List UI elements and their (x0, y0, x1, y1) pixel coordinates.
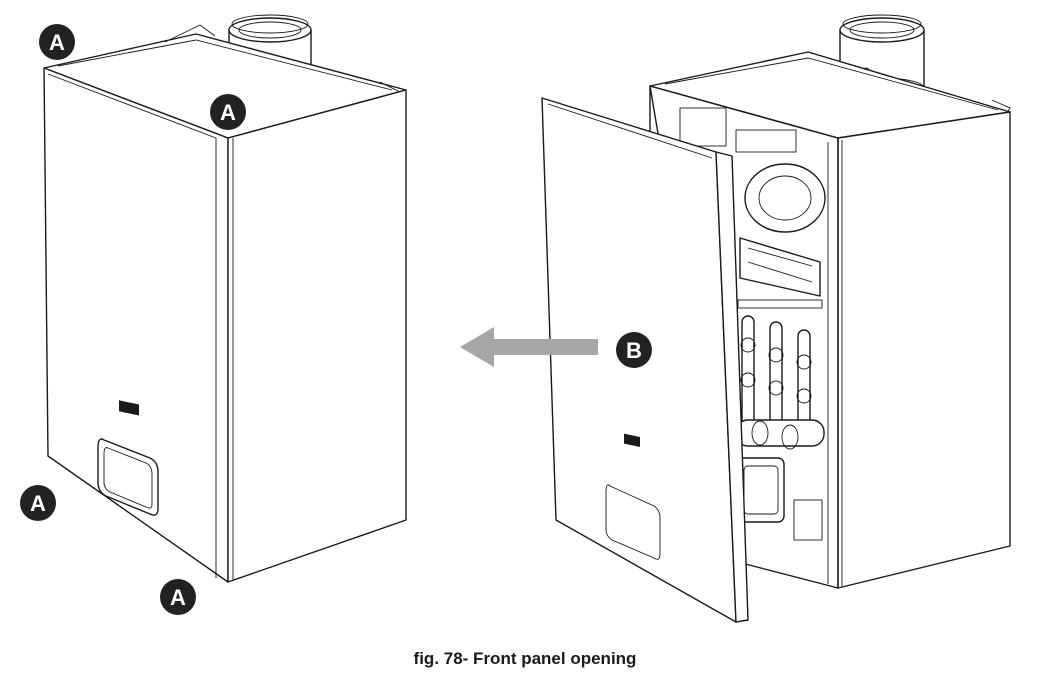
callout-b-label: B (626, 338, 642, 363)
callout-b: B (616, 332, 652, 368)
callout-a-label: A (220, 100, 236, 125)
callout-a-top-front: A (210, 94, 246, 130)
callout-a-label: A (170, 585, 186, 610)
internal-components (679, 107, 826, 541)
figure-caption: fig. 78- Front panel opening (413, 649, 637, 668)
control-window-left (97, 438, 159, 516)
callout-a-label: A (49, 30, 65, 55)
pipes (740, 315, 812, 441)
brand-logo-icon (119, 400, 139, 416)
callout-a-bottom-left: A (20, 485, 56, 521)
callout-a-label: A (30, 491, 46, 516)
callout-a-top-left: A (39, 24, 75, 60)
arrow-left-icon (460, 327, 598, 367)
boiler-closed (43, 14, 407, 583)
boiler-open (541, 14, 1011, 623)
callout-a-bottom-front: A (160, 579, 196, 615)
